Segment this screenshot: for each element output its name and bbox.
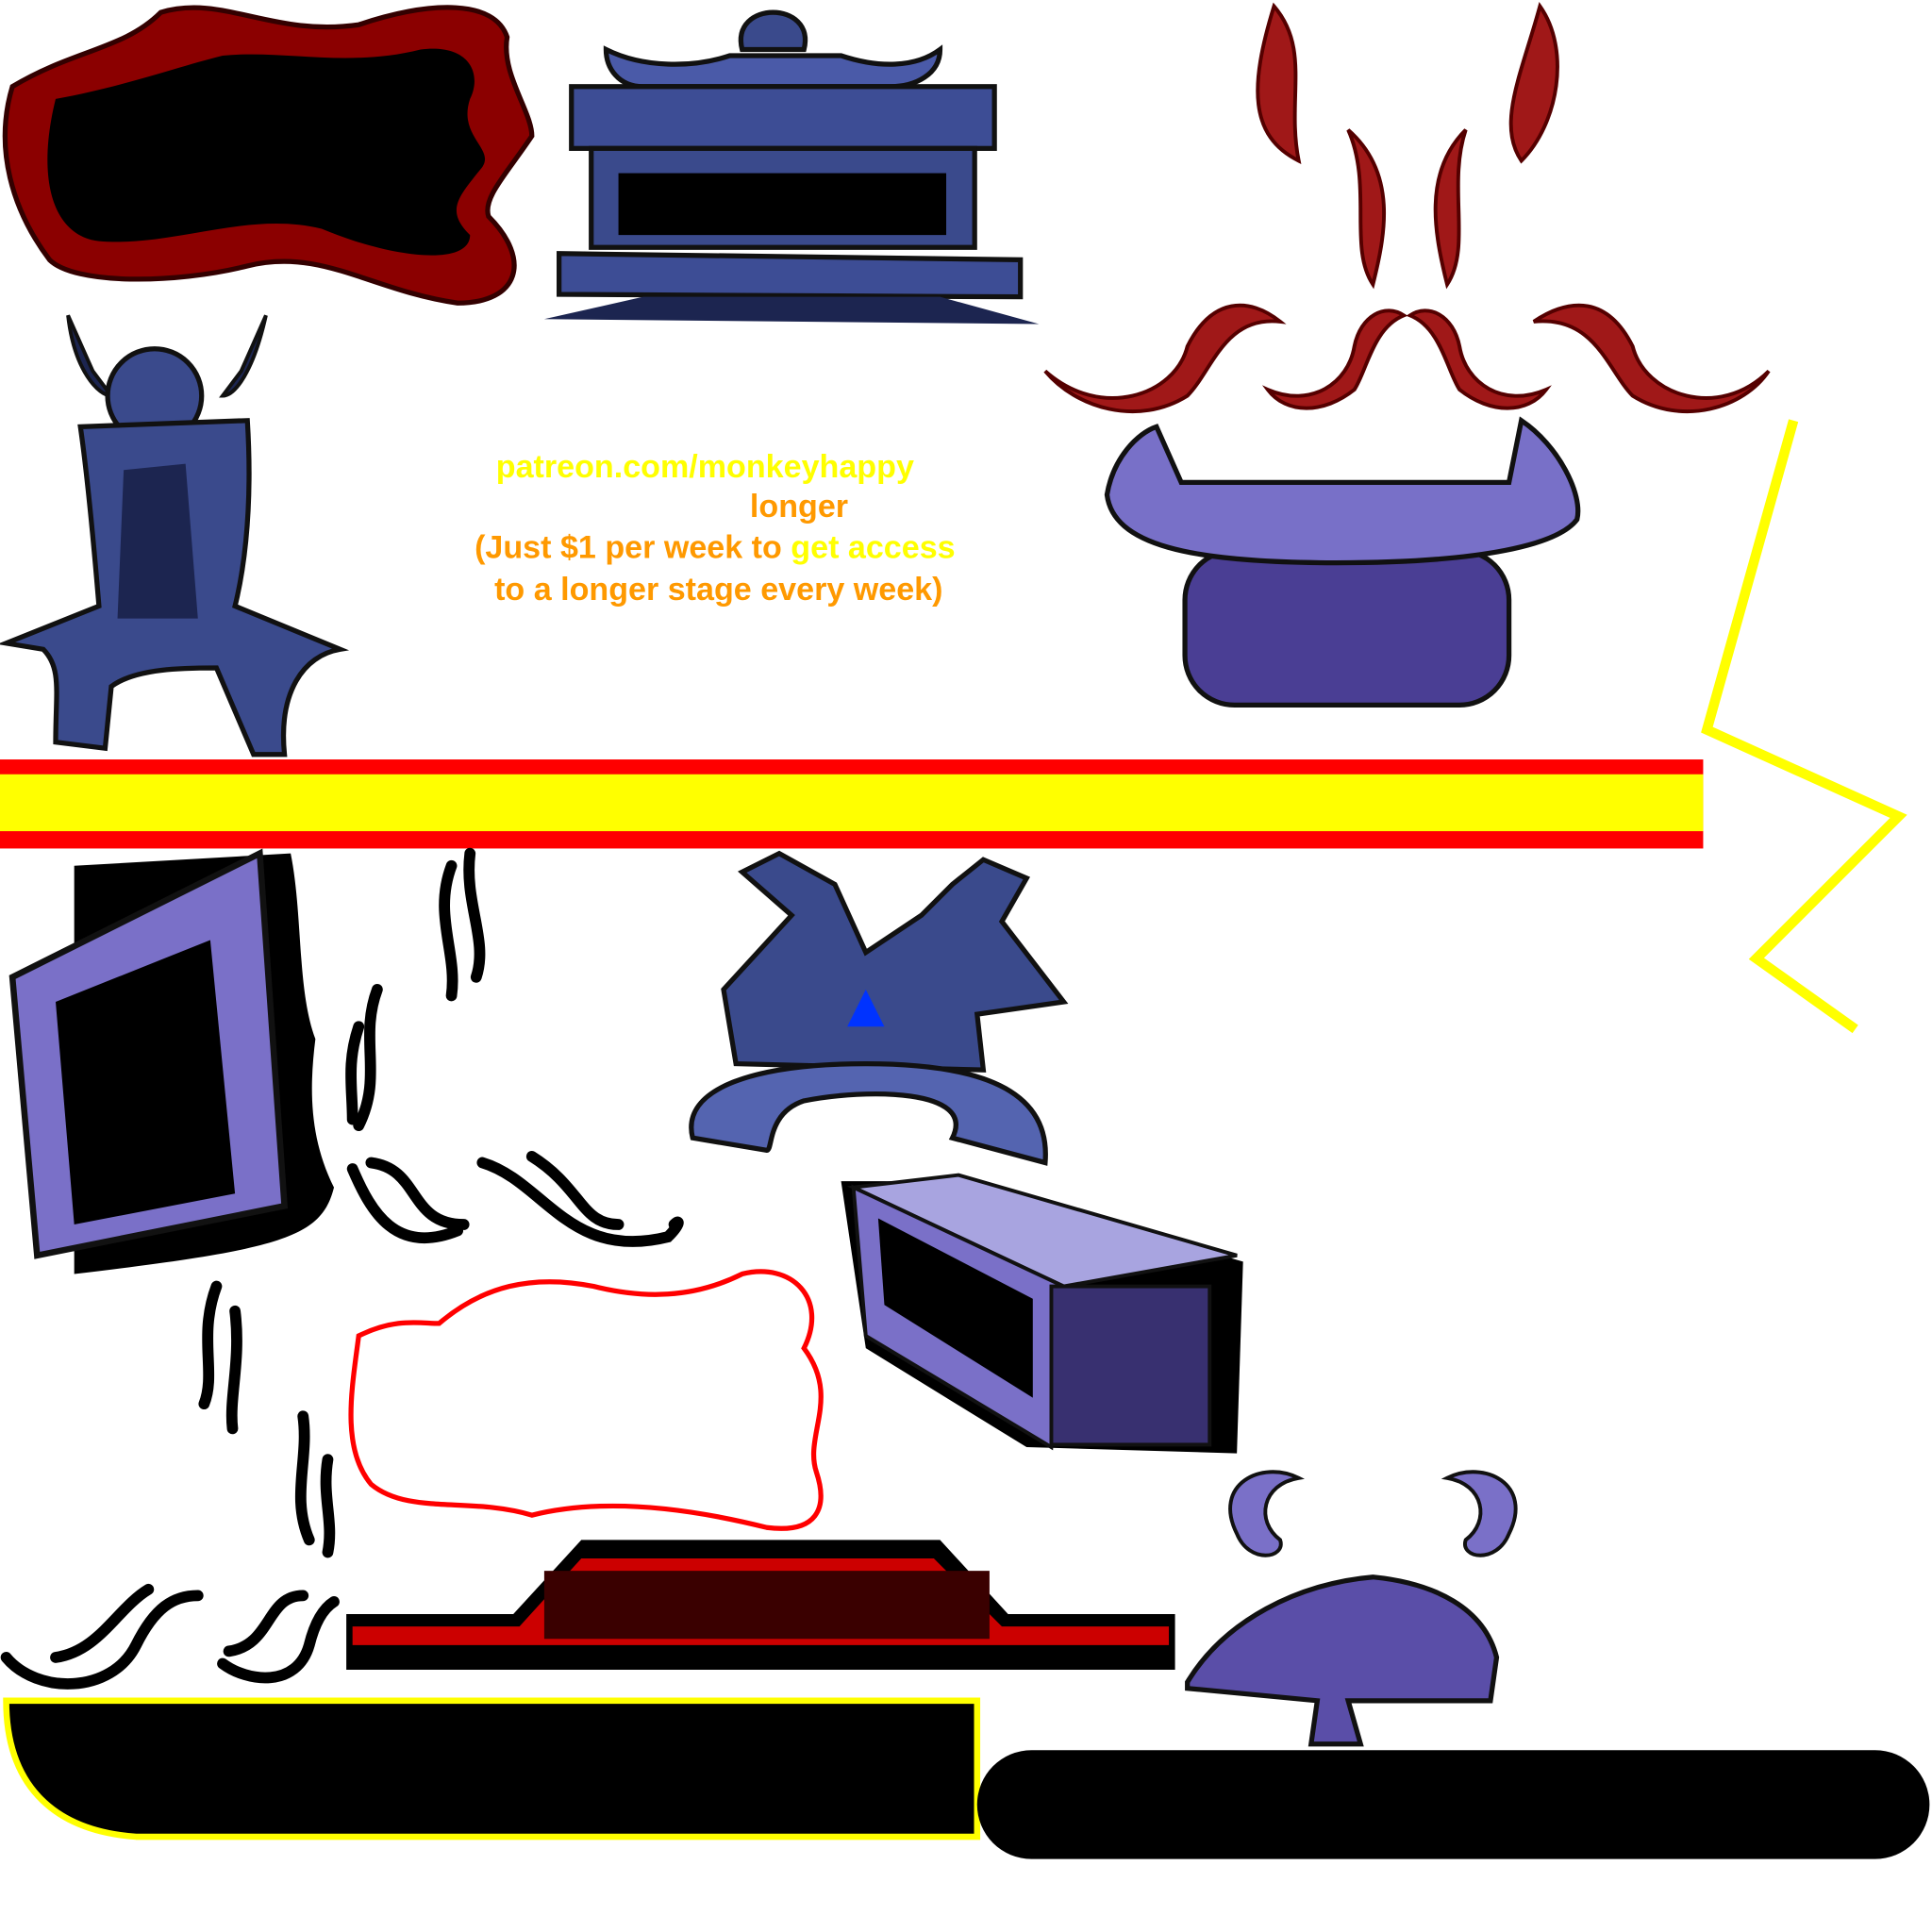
purple-box-sprite — [841, 1173, 1243, 1454]
promo-url: patreon.com/monkeyhappy — [496, 449, 914, 485]
red-portal-sprite — [2, 5, 535, 306]
blue-altar-sprite — [543, 9, 1040, 325]
yellow-lightning-sprite — [1701, 419, 1907, 1034]
promo-line4: to a longer stage every week) — [494, 572, 942, 608]
purple-frame-sprite — [8, 848, 335, 1274]
blue-throne-sprite — [0, 314, 350, 758]
red-flame-sprites — [1043, 2, 1771, 414]
promo-line3-start: (Just $1 per week to — [475, 529, 791, 565]
purple-pedestal-sprite — [1104, 416, 1581, 708]
promo-line3: (Just $1 per week to get access — [475, 529, 956, 565]
promo-get-access: get access — [791, 529, 955, 565]
red-yellow-platform-bar — [0, 759, 1704, 849]
black-ground-platforms — [3, 1697, 1930, 1859]
black-smoke-sprites — [0, 847, 684, 1690]
purple-horned-helmet-sprite — [1185, 1470, 1518, 1747]
blue-crown-sprite — [689, 850, 1069, 1166]
dark-red-ornate-platform — [346, 1540, 1175, 1671]
patreon-promo-text: patreon.com/monkeyhappy longer (Just $1 … — [475, 449, 956, 608]
promo-longer: longer — [750, 489, 848, 525]
red-outline-cloud-sprite — [348, 1269, 824, 1531]
